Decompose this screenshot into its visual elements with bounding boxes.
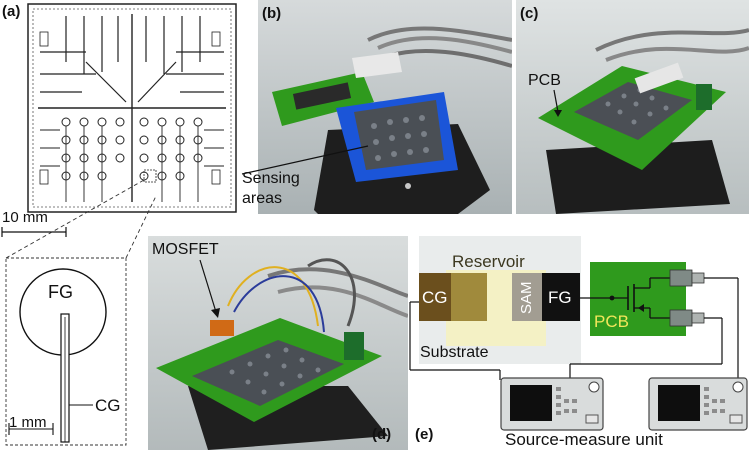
panel-c-photo: (c) PCB (516, 0, 749, 214)
panel-a: (a) (0, 0, 240, 450)
cg-block (419, 273, 451, 321)
source-measure-unit-1 (500, 377, 604, 431)
photo-d-drawing (148, 236, 408, 450)
label-mosfet: MOSFET (152, 241, 219, 258)
panel-label-d: (d) (372, 426, 392, 443)
scale-bar-label-1mm: 1 mm (9, 414, 47, 431)
scale-bar-label-10mm: 10 mm (2, 209, 48, 226)
fg-block (542, 273, 580, 321)
photo-c-drawing (516, 0, 749, 214)
source-measure-unit-2 (648, 377, 748, 431)
sam-block (512, 273, 542, 321)
cg-block-light (451, 273, 487, 321)
label-sensing-areas-line2: areas (242, 190, 283, 207)
panel-b-photo: (b) (258, 0, 512, 214)
panel-label-b: (b) (262, 5, 282, 22)
panel-label-a: (a) (2, 3, 21, 20)
label-fg: FG (48, 282, 73, 302)
label-pcb-photo: PCB (528, 72, 561, 89)
scale-bar-10mm (1, 227, 67, 237)
photo-b-drawing (258, 0, 512, 214)
zoom-guide-lines (5, 179, 157, 259)
mosfet-leader-arrow (199, 259, 220, 318)
label-pcb-schematic: PCB (594, 312, 629, 331)
pcb-leader-arrow (553, 89, 562, 117)
sensing-areas-leader (241, 145, 369, 175)
panel-label-e: (e) (415, 426, 434, 443)
panel-label-c: (c) (520, 5, 539, 22)
label-cg-schematic: CG (422, 288, 448, 307)
label-source-measure-unit: Source-measure unit (505, 430, 663, 449)
label-reservoir: Reservoir (452, 252, 525, 271)
label-substrate: Substrate (420, 344, 489, 361)
label-sensing-areas-line1: Sensing (242, 170, 300, 187)
schematic-wiring (409, 269, 739, 380)
panel-d-photo: (d) (148, 236, 408, 450)
zoomed-electrode (5, 257, 127, 446)
electrode-layout-drawing (27, 3, 237, 213)
label-cg: CG (95, 396, 121, 415)
label-fg-schematic: FG (548, 288, 572, 307)
